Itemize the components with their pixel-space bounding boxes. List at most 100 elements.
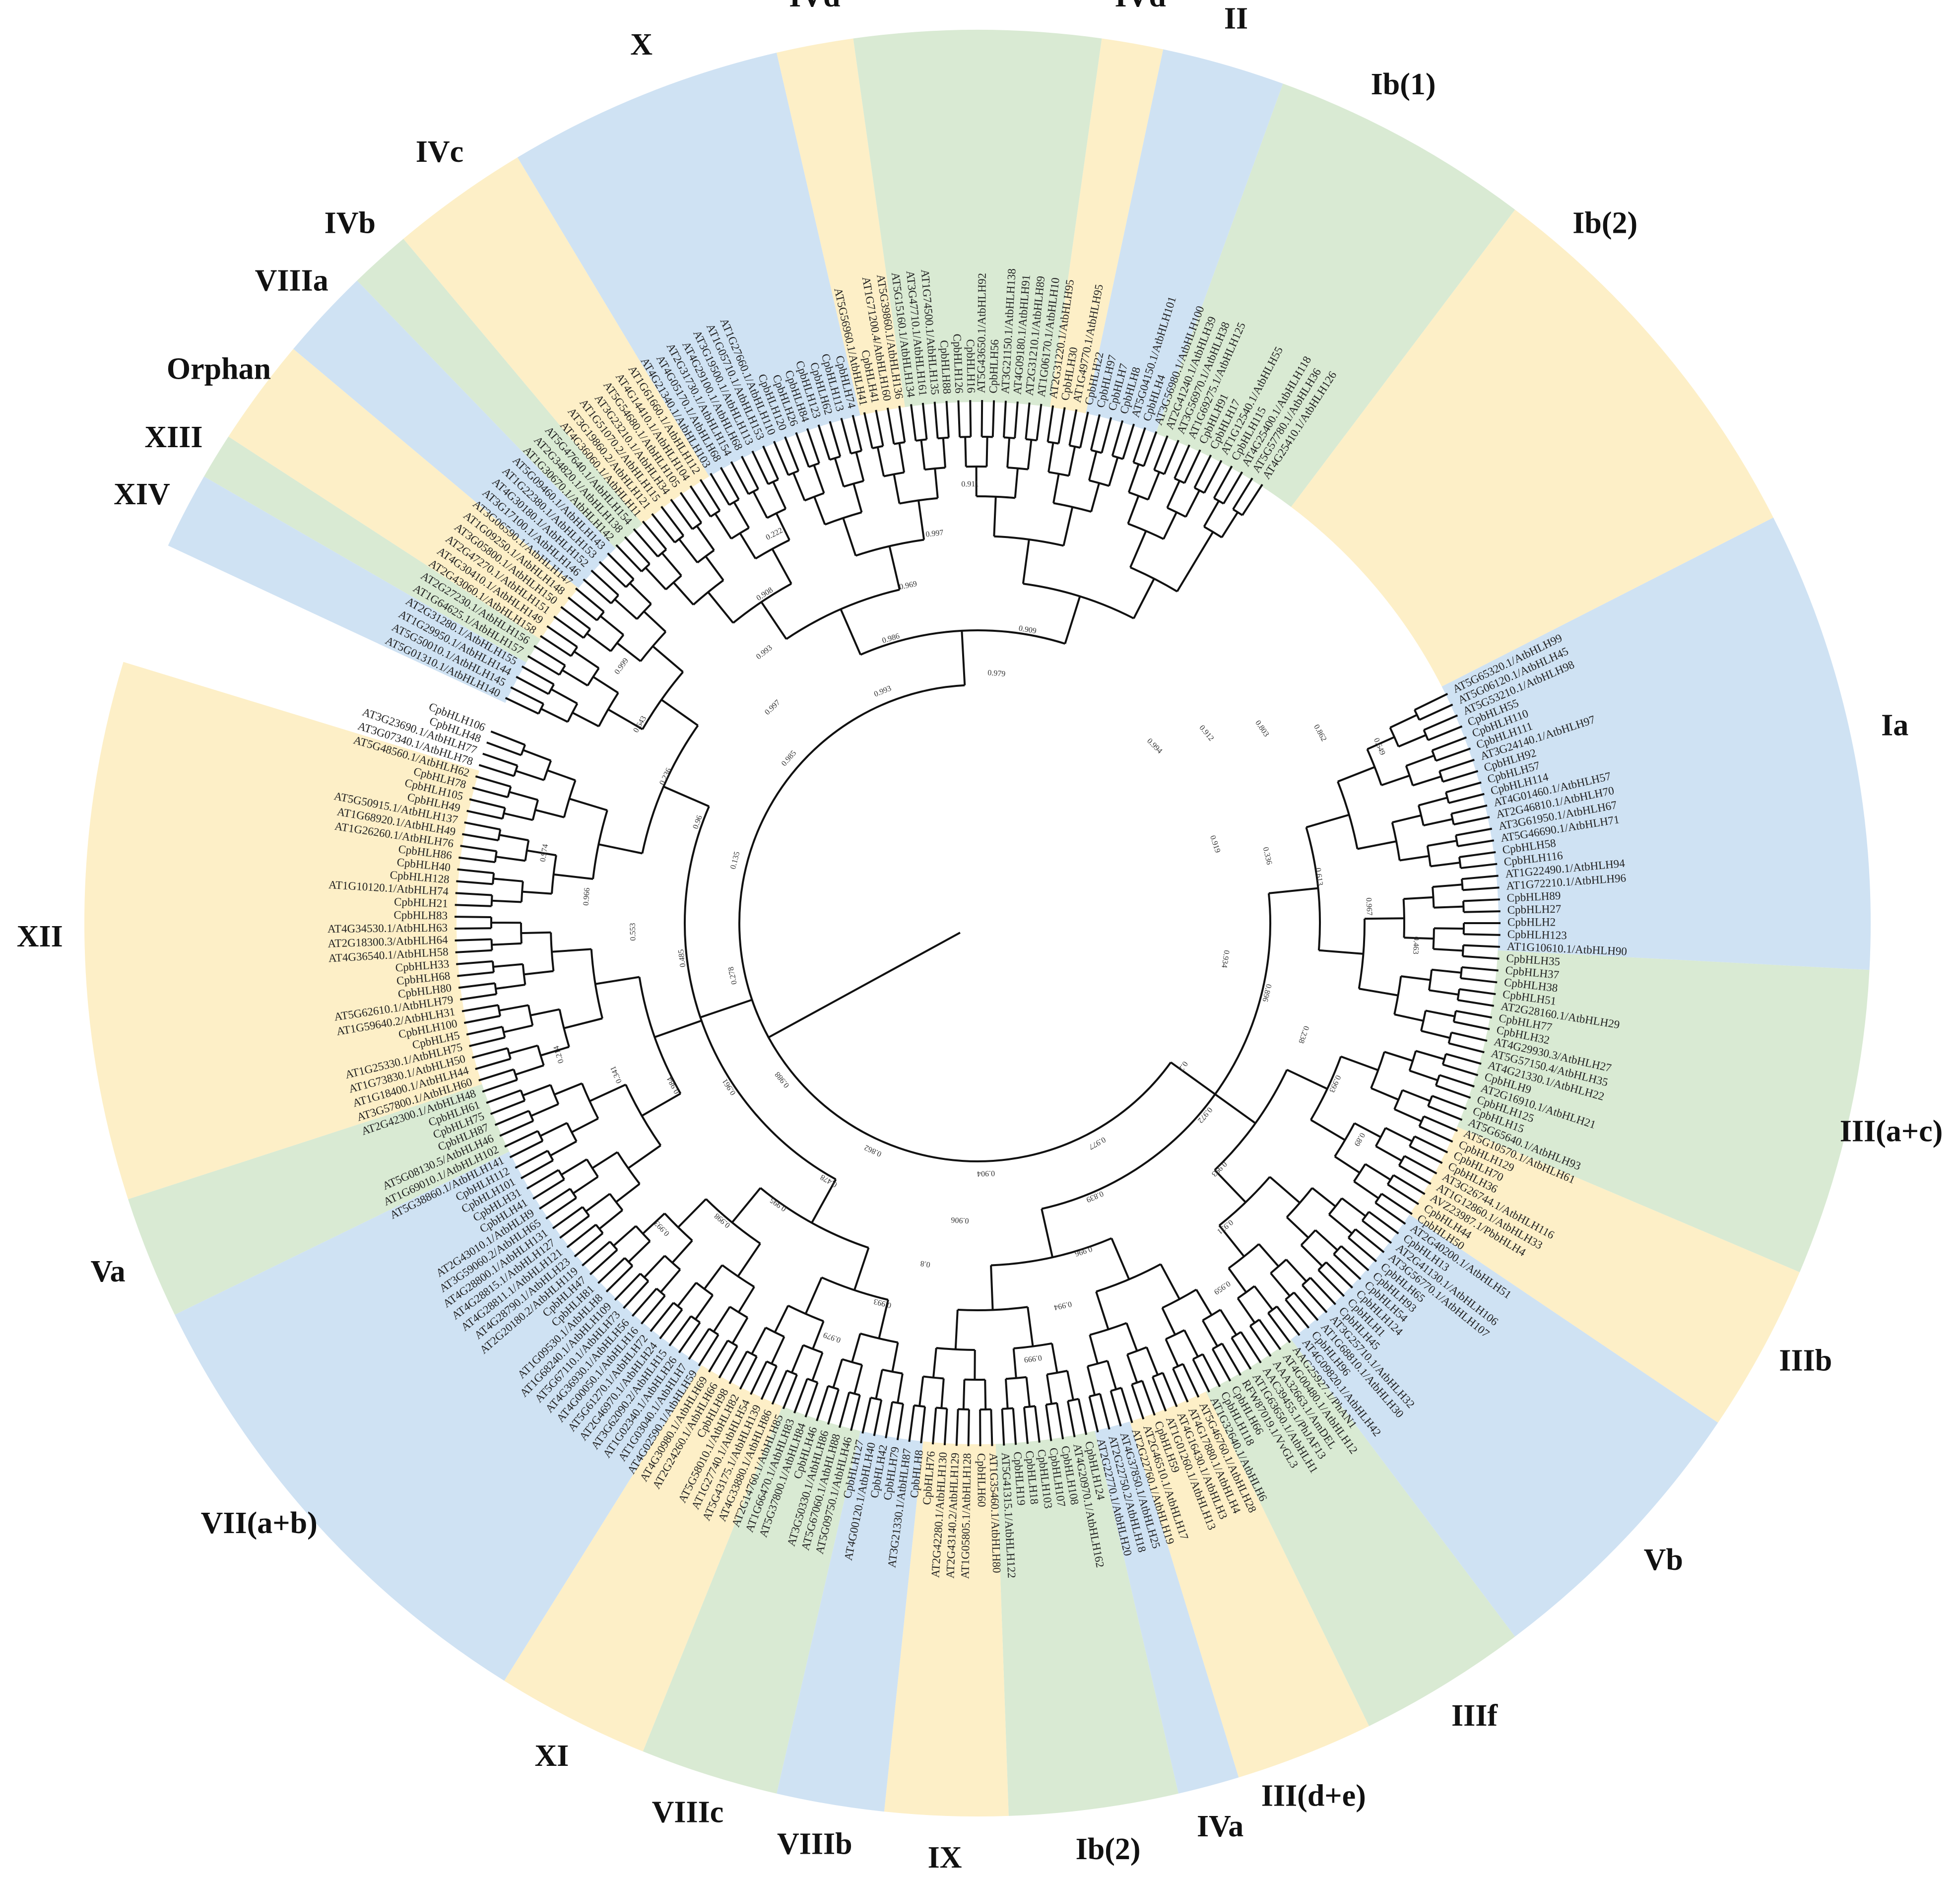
tree-branch bbox=[1151, 1376, 1167, 1412]
tree-branch bbox=[1223, 471, 1243, 504]
tree-branch bbox=[962, 1379, 966, 1410]
clade-label: VII(a+b) bbox=[201, 1506, 318, 1540]
tree-branch bbox=[673, 1302, 683, 1311]
tree-branch bbox=[475, 775, 511, 788]
tree-branch bbox=[943, 1408, 948, 1446]
tree-branch bbox=[457, 971, 494, 977]
tree-branch bbox=[486, 741, 522, 756]
tree-branch bbox=[752, 491, 768, 519]
tree-branch bbox=[504, 1130, 538, 1148]
tree-branch bbox=[1101, 417, 1112, 454]
tree-branch bbox=[1167, 507, 1186, 518]
tree-branch bbox=[1453, 1020, 1490, 1030]
tree-branch bbox=[457, 868, 494, 874]
tree-branch bbox=[1366, 748, 1382, 786]
leaf-label: CpbHLH16 bbox=[964, 339, 978, 393]
tree-branch bbox=[499, 1004, 529, 1012]
tree-branch bbox=[631, 1287, 657, 1317]
tree-branch bbox=[599, 615, 624, 636]
tree-branch bbox=[1211, 1348, 1232, 1382]
clade-band-2 bbox=[1409, 1127, 1800, 1423]
tree-branch bbox=[705, 555, 724, 581]
clade-label: X bbox=[630, 28, 653, 62]
tree-branch bbox=[1221, 1343, 1241, 1376]
tree-branch bbox=[1438, 771, 1444, 782]
leaf-label: AT1G05805.1/AtbHLH128 bbox=[959, 1453, 973, 1579]
tree-branch bbox=[501, 807, 506, 819]
tree-branch bbox=[1340, 1245, 1370, 1272]
tree-branch bbox=[806, 428, 820, 464]
tree-branch bbox=[627, 1144, 661, 1169]
tree-branch bbox=[1127, 464, 1140, 493]
tree-branch bbox=[898, 405, 906, 443]
tree-branch bbox=[1053, 502, 1092, 513]
tree-branch bbox=[1423, 714, 1458, 731]
clade-label: XIV bbox=[114, 477, 170, 511]
tree-branch bbox=[878, 1299, 889, 1339]
tree-branch bbox=[1392, 814, 1422, 823]
tree-branch bbox=[1412, 775, 1441, 787]
clade-band-25 bbox=[1050, 38, 1164, 413]
tree-branch bbox=[582, 1241, 611, 1267]
tree-branch bbox=[694, 1294, 714, 1320]
tree-branch bbox=[1353, 1180, 1379, 1200]
tree-branch bbox=[772, 481, 787, 510]
tree-branch bbox=[1374, 1127, 1387, 1147]
tree-branch bbox=[693, 579, 724, 605]
tree-branch bbox=[795, 432, 810, 468]
tree-branch bbox=[507, 786, 512, 798]
tree-branch bbox=[898, 443, 906, 473]
tree-branch bbox=[863, 412, 873, 449]
clade-label: Orphan bbox=[167, 352, 271, 386]
tree-branch bbox=[1219, 1309, 1238, 1336]
tree-branch bbox=[455, 904, 492, 907]
support-value: 0.485 bbox=[677, 949, 687, 968]
tree-branch bbox=[731, 1187, 762, 1223]
tree-branch bbox=[766, 508, 786, 519]
tree-branch bbox=[1394, 1013, 1424, 1022]
tree-branch bbox=[1285, 1299, 1310, 1329]
support-value: 0.966 bbox=[582, 887, 591, 906]
tree-branch bbox=[1374, 1193, 1383, 1204]
tree-branch bbox=[1427, 1095, 1433, 1107]
tree-branch bbox=[539, 1122, 568, 1137]
tree-branch bbox=[932, 1347, 937, 1378]
tree-branch bbox=[678, 1322, 701, 1353]
tree-branch bbox=[493, 877, 523, 882]
tree-branch bbox=[1457, 839, 1495, 847]
tree-branch bbox=[842, 518, 857, 556]
tree-branch bbox=[689, 485, 712, 518]
tree-branch bbox=[1444, 792, 1450, 804]
tree-branch bbox=[530, 1008, 560, 1016]
tree-branch bbox=[661, 552, 682, 577]
tree-branch bbox=[811, 1179, 837, 1223]
tree-branch bbox=[771, 1370, 788, 1405]
tree-branch bbox=[1362, 1219, 1392, 1244]
clade-band-1 bbox=[1457, 950, 1870, 1273]
clade-band-12 bbox=[175, 1151, 702, 1681]
tree-branch bbox=[651, 513, 676, 543]
tree-branch bbox=[1457, 999, 1495, 1007]
tree-branch bbox=[1436, 747, 1471, 762]
support-value: 0.553 bbox=[629, 923, 638, 940]
tree-branch bbox=[1334, 1155, 1361, 1174]
tree-branch bbox=[641, 1092, 681, 1117]
tree-branch bbox=[1455, 827, 1493, 837]
support-value: 0.997 bbox=[763, 698, 782, 717]
tree-branch bbox=[885, 1402, 894, 1439]
tree-branch bbox=[1365, 1163, 1391, 1181]
tree-branch bbox=[1253, 1285, 1274, 1311]
tree-branch bbox=[1389, 714, 1418, 729]
leaf-label: AT5G43650.1/AtbHLH92 bbox=[975, 273, 988, 393]
tree-branch bbox=[458, 982, 495, 989]
tree-branch bbox=[460, 845, 497, 853]
tree-branch bbox=[605, 1265, 634, 1293]
tree-branch bbox=[1359, 988, 1398, 997]
tree-branch bbox=[547, 769, 576, 782]
tree-branch bbox=[714, 513, 732, 539]
tree-branch bbox=[490, 1099, 525, 1115]
tree-branch bbox=[808, 462, 820, 468]
tree-branch bbox=[1293, 1291, 1319, 1321]
tree-branch bbox=[1056, 1403, 1064, 1440]
tree-branch bbox=[664, 1255, 681, 1271]
